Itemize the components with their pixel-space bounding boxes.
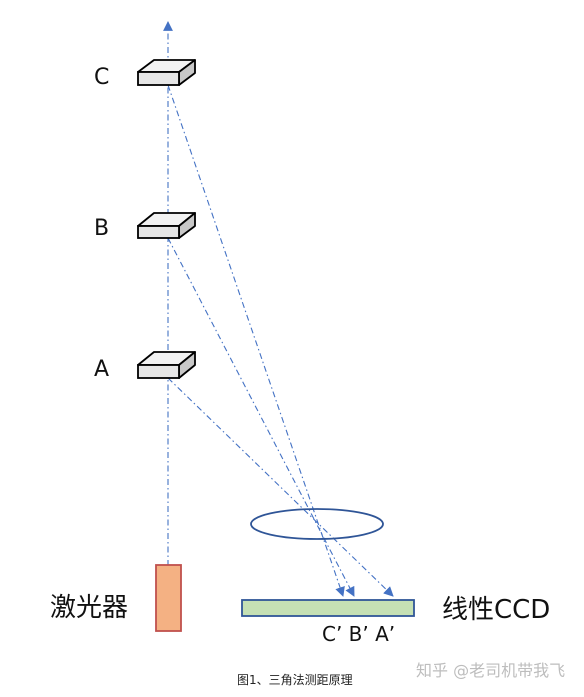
object-block-c xyxy=(137,59,196,86)
lens xyxy=(250,508,384,540)
label-c: C xyxy=(94,65,109,90)
ray-a xyxy=(167,377,394,597)
watermark: 知乎 @老司机带我飞 xyxy=(416,661,565,680)
laser-label: 激光器 xyxy=(50,593,128,623)
ccd-label: 线性CCD xyxy=(442,595,550,625)
linear-ccd-sensor xyxy=(241,599,415,617)
label-b: B xyxy=(94,216,109,241)
figure-caption: 图1、三角法测距原理 xyxy=(237,673,353,687)
object-block-b xyxy=(137,212,196,239)
ccd-image-labels: C’ B’ A’ xyxy=(322,622,395,646)
object-block-a xyxy=(137,351,196,379)
ray-c xyxy=(167,84,345,597)
label-a: A xyxy=(94,357,109,382)
ray-b xyxy=(167,237,355,597)
laser-emitter xyxy=(155,564,182,632)
